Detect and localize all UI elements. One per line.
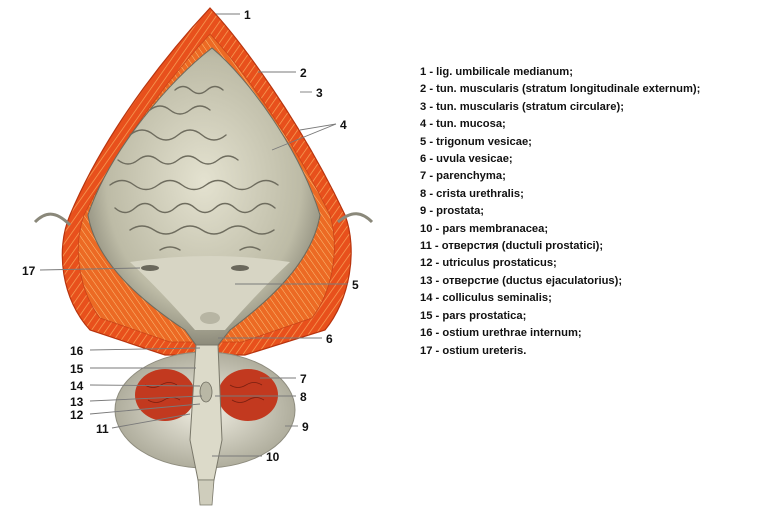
legend-item-4: 4 - tun. mucosa;	[420, 118, 506, 131]
ureter-left	[33, 212, 72, 227]
legend-item-13: 13 - отверстие (ductus ejaculatorius);	[420, 274, 623, 287]
mucosal-folds	[109, 85, 279, 251]
prostate-parenchyma-left	[135, 369, 195, 421]
legend-item-16: 16 - ostium urethrae internum;	[420, 327, 582, 340]
uvula-vesicae	[200, 312, 220, 324]
callout-6: 6	[326, 332, 333, 346]
legend-item-14: 14 - colliculus seminalis;	[420, 292, 552, 305]
callout-4: 4	[340, 118, 347, 132]
prostate-parenchyma-right	[218, 369, 278, 421]
legend-item-11: 11 - отверстия (ductuli prostatici);	[420, 240, 604, 253]
callout-17: 17	[22, 264, 36, 278]
urethra-pars-membranacea	[197, 479, 215, 506]
legend-item-8: 8 - crista urethralis;	[420, 187, 524, 200]
legend-item-12: 12 - utriculus prostaticus;	[420, 257, 557, 270]
ureter-right	[337, 212, 374, 224]
legend-list: 1 - lig. umbilicale medianum; 2 - tun. m…	[420, 64, 756, 360]
callout-5: 5	[352, 278, 359, 292]
legend-item-7: 7 - parenchyma;	[420, 170, 506, 183]
prostate-tissue-texture	[144, 382, 265, 403]
callout-11: 11	[96, 422, 109, 436]
callout-16: 16	[70, 344, 84, 358]
callout-3: 3	[316, 86, 323, 100]
trigonum-vesicae	[130, 256, 290, 330]
callout-12: 12	[70, 408, 84, 422]
legend-item-5: 5 - trigonum vesicae;	[420, 135, 532, 148]
legend-item-6: 6 - uvula vesicae;	[420, 153, 513, 166]
bladder-prostate-illustration: 1 2 3 4 5 6 7 8 9 10 11 12 13 14 15 16 1…	[22, 7, 374, 506]
callout-7: 7	[300, 372, 307, 386]
callout-10: 10	[266, 450, 280, 464]
legend-item-1: 1 - lig. umbilicale medianum;	[420, 66, 573, 78]
callout-1: 1	[244, 8, 251, 22]
callout-15: 15	[70, 362, 84, 376]
callout-13: 13	[70, 395, 84, 409]
ureteric-orifice-right	[231, 265, 249, 271]
legend-item-17: 17 - ostium ureteris.	[420, 344, 527, 357]
leader-lines	[39, 13, 348, 457]
legend-item-10: 10 - pars membranacea;	[420, 222, 549, 235]
colliculus-seminalis	[199, 381, 213, 403]
legend-item-2: 2 - tun. muscularis (stratum longitudina…	[420, 83, 701, 96]
callout-2: 2	[300, 66, 307, 80]
legend-item-15: 15 - pars prostatica;	[420, 309, 527, 322]
callout-8: 8	[300, 390, 307, 404]
callout-14: 14	[70, 379, 84, 393]
legend-item-3: 3 - tun. muscularis (stratum circulare);	[420, 100, 624, 113]
callout-9: 9	[302, 420, 309, 434]
legend-item-9: 9 - prostata;	[420, 205, 485, 218]
urethra-pars-prostatica	[189, 344, 223, 481]
ureteric-orifice-left	[141, 265, 159, 271]
